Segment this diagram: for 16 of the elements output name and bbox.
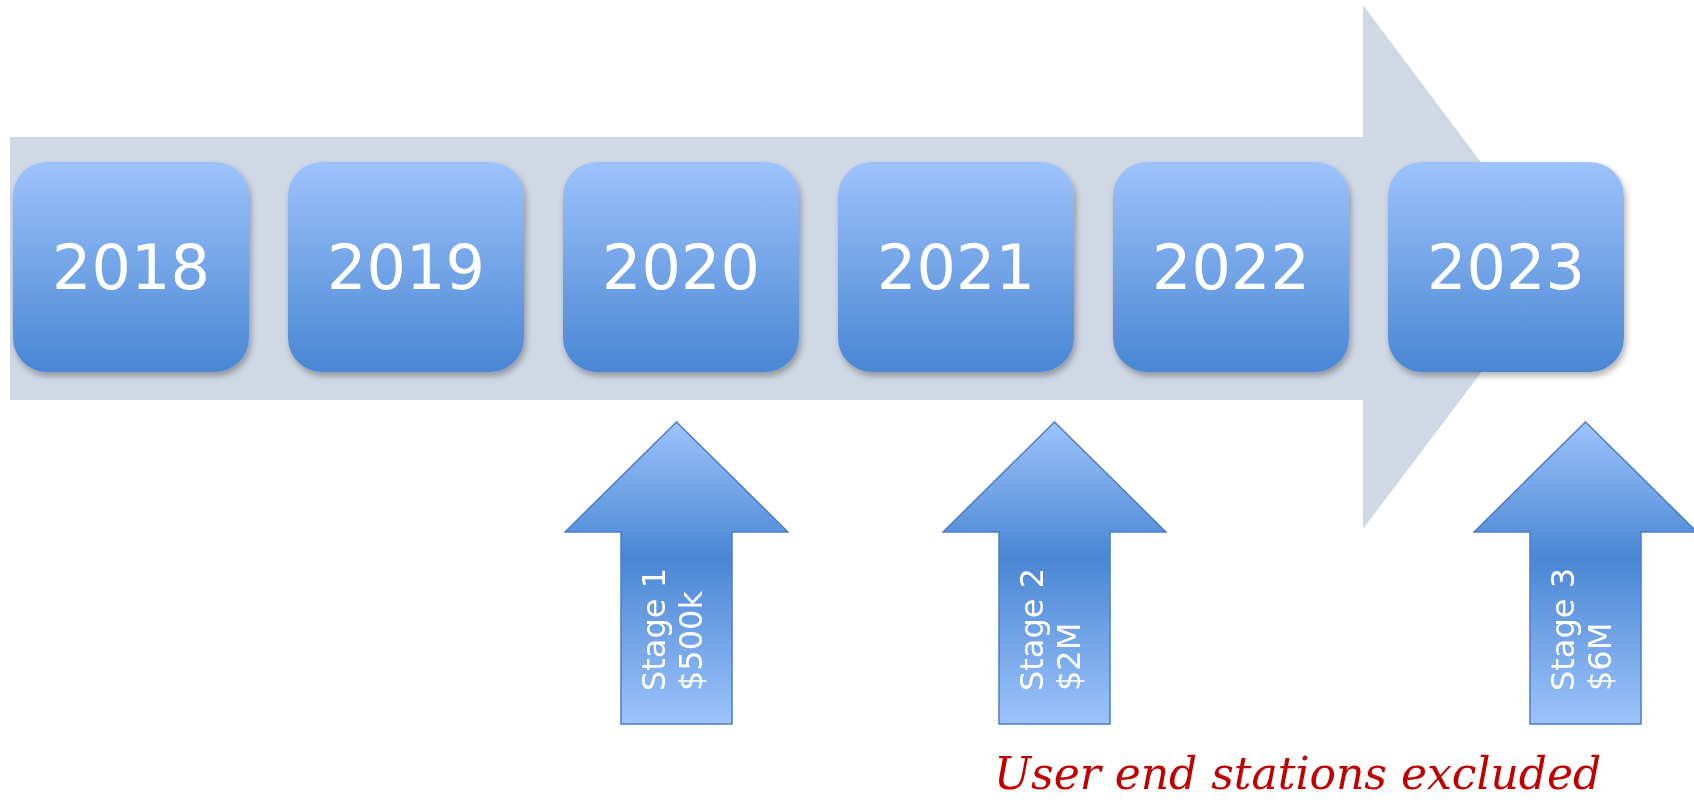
year-label: 2023: [1427, 230, 1585, 304]
note-text: User end stations excluded: [994, 748, 1602, 799]
year-label: 2021: [877, 230, 1035, 304]
year-label: 2020: [602, 230, 760, 304]
stage-label: Stage 1 $500k: [636, 567, 710, 691]
year-box: [1113, 162, 1349, 372]
stage-label: Stage 3 $6M: [1545, 567, 1619, 691]
year-box: [563, 162, 799, 372]
year-label: 2022: [1152, 230, 1310, 304]
year-box: [13, 162, 249, 372]
year-label: 2018: [52, 230, 210, 304]
year-box: [288, 162, 524, 372]
year-box: [838, 162, 1074, 372]
year-box: [1388, 162, 1624, 372]
stage-label: Stage 2 $2M: [1014, 567, 1088, 691]
year-label: 2019: [327, 230, 485, 304]
